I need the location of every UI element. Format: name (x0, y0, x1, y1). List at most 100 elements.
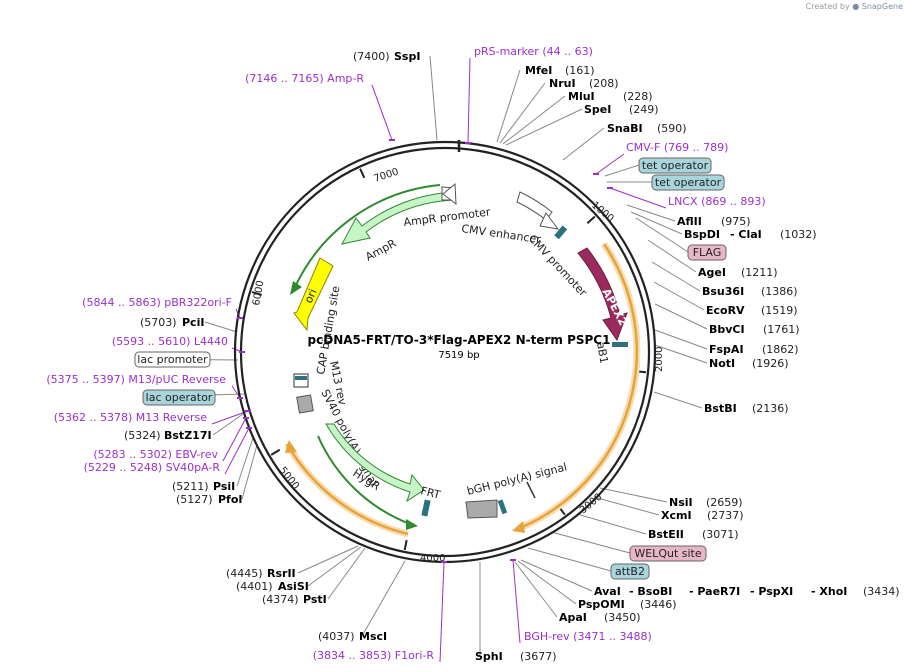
site-label: BspDI (684, 228, 720, 241)
site-label: NsiI (669, 496, 693, 509)
site-label: BstBI (704, 402, 737, 415)
site-position: (5324) (124, 429, 161, 442)
site-position: (208) (589, 77, 619, 90)
site-label: PsiI (213, 480, 235, 493)
site-position: (5211) (172, 480, 209, 493)
leader-line (211, 410, 249, 425)
plasmid-length: 7519 bp (438, 350, 479, 361)
leader-line (307, 546, 362, 587)
leader-line (224, 427, 250, 475)
tick-label: 4000 (420, 553, 445, 564)
site-position: (4401) (236, 580, 273, 593)
site-label: SphI (475, 650, 503, 663)
leader-line (654, 344, 708, 364)
tick-mark (403, 539, 408, 551)
site-position: (3071) (702, 528, 739, 541)
leader-line (512, 559, 521, 644)
primer-label: (3834 .. 3853) F1ori-R (313, 649, 435, 662)
leader-line (653, 391, 703, 409)
feature-box (629, 545, 707, 562)
site-label: SpeI (584, 103, 611, 116)
primer-label: (5593 .. 5610) L4440 (112, 335, 228, 348)
leader-line (527, 547, 612, 572)
leader-line (635, 217, 689, 253)
leader-line (609, 187, 667, 209)
site-label: RsrII (267, 567, 296, 580)
feature-box-label: tet operator (655, 176, 722, 189)
site-label: MscI (359, 630, 387, 643)
site-position: (2659) (706, 496, 743, 509)
leader-lines (134, 55, 708, 663)
feature-label-ampr: AmpR (363, 237, 398, 264)
site-label: AvaI (594, 585, 621, 598)
feature-box-label: FLAG (693, 246, 722, 259)
leader-line (502, 95, 566, 145)
feature-label-bgh-polya: bGH poly(A) signal (466, 460, 569, 497)
leader-line (514, 561, 558, 618)
site-position: (975) (721, 215, 751, 228)
leader-line (496, 69, 521, 143)
site-label: BstZ17I (164, 429, 212, 442)
tick-label: 5000 (277, 465, 301, 492)
aB1-marker (612, 342, 628, 347)
leader-line (327, 547, 366, 600)
leader-line (651, 261, 701, 292)
site-label: Bsu36I (702, 285, 744, 298)
site-position: (228) (623, 90, 653, 103)
leader-line (595, 153, 625, 175)
site-label: FspAI (709, 343, 744, 356)
site-position: (4374) (262, 593, 299, 606)
site-position: (1519) (761, 304, 798, 317)
leader-line (204, 321, 238, 333)
site-position: (4037) (318, 630, 355, 643)
hygr-arc-dark (317, 435, 411, 525)
leader-line (576, 513, 647, 535)
site-label: BbvCI (709, 323, 745, 336)
primer-label: (5362 .. 5378) M13 Reverse (54, 411, 207, 424)
tick-label: 6000 (251, 280, 266, 307)
tick-mark (586, 215, 596, 224)
site-position: (3446) (640, 598, 677, 611)
apex2-arrow (577, 247, 628, 342)
leader-line (429, 55, 438, 141)
site-position: (2737) (707, 509, 744, 522)
credit: Created by ● SnapGene (806, 2, 903, 11)
site-label: NruI (549, 77, 576, 90)
frt-marker (421, 499, 431, 517)
ampr-promoter-head (442, 182, 457, 206)
site-position: (1211) (741, 266, 778, 279)
leader-line (562, 127, 605, 161)
ori-arrow (293, 257, 334, 332)
feature-box (638, 157, 712, 174)
site-position: (249) (629, 103, 659, 116)
credit-brand: SnapGene (861, 2, 903, 11)
primer-label: CMV-F (769 .. 789) (626, 141, 728, 154)
site-label: MluI (568, 90, 595, 103)
site-position: (590) (657, 122, 687, 135)
leader-line (467, 57, 471, 144)
site-label: PfoI (218, 493, 243, 506)
leader-line (599, 487, 668, 503)
tick-mark (270, 448, 281, 456)
leader-line (626, 204, 676, 222)
lac-op-marker (295, 376, 307, 380)
site-position: (161) (565, 64, 595, 77)
primer-label: pRS-marker (44 .. 63) (474, 45, 593, 58)
leader-line (520, 559, 593, 592)
site-label: EcoRV (706, 304, 745, 317)
primer-label: (5283 .. 5302) EBV-rev (93, 448, 218, 461)
leader-line (439, 561, 445, 663)
leader-line (647, 239, 697, 273)
feature-label-ab1: aB1 (594, 341, 611, 364)
primer-label: (7146 .. 7165) Amp-R (245, 72, 364, 85)
tick-mark (359, 168, 366, 179)
leader-line (361, 560, 406, 637)
bgh-small-mark (526, 481, 536, 499)
site-position: (2136) (752, 402, 789, 415)
orange-arc-right (519, 243, 639, 530)
site-label: PstI (303, 593, 327, 606)
feature-box (651, 174, 725, 191)
site-label: PciI (182, 316, 204, 329)
primer-label: BGH-rev (3471 .. 3488) (524, 630, 652, 643)
orange-arc-left-halo (283, 442, 409, 538)
